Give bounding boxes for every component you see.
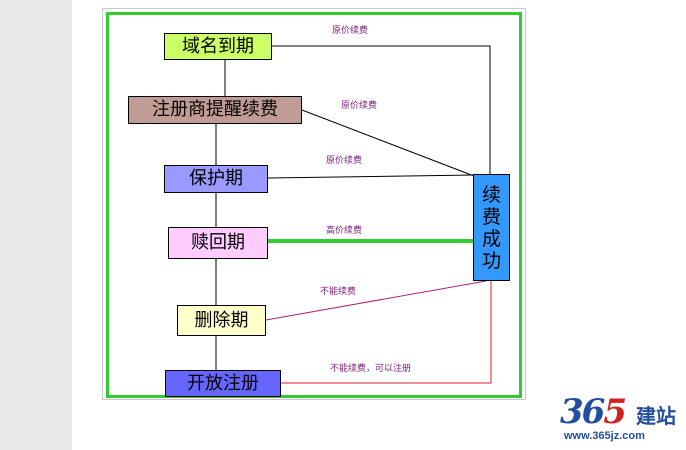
edge-label-open-no-renewal: 不能续费，可以注册 (330, 364, 412, 374)
node-renewal-success-char: 成 (481, 227, 501, 250)
node-domain-expiry: 域名到期 (164, 33, 272, 60)
site-logo: 365 建站 www.365jz.com (560, 392, 682, 446)
logo-number: 365 (560, 392, 627, 432)
diagram-border (106, 12, 522, 398)
expiry-to-success-line (272, 45, 491, 174)
logo-digit: 6 (581, 392, 606, 432)
deletion-to-success-line (265, 280, 487, 321)
logo-digit: 3 (560, 392, 584, 432)
open-to-success-line (281, 281, 492, 384)
node-protection-period: 保护期 (164, 165, 268, 193)
edge-label-protection-original-price: 原价续费 (326, 156, 363, 166)
node-renewal-success-char: 续 (481, 183, 501, 206)
edge-label-deletion-no-renewal: 不能续费 (320, 287, 357, 297)
node-renewal-success-char: 费 (481, 205, 501, 228)
logo-url: www.365jz.com (564, 430, 645, 442)
logo-digit: 5 (603, 392, 627, 432)
node-renewal-success: 续 费 成 功 (473, 174, 510, 281)
node-open-registration: 开放注册 (165, 370, 281, 397)
node-deletion-period: 删除期 (177, 305, 266, 336)
protection-to-success-line (267, 174, 475, 179)
node-registrar-reminder: 注册商提醒续费 (128, 96, 302, 124)
left-gutter (0, 0, 72, 450)
edge-label-redemption-high-price: 高价续费 (326, 226, 363, 236)
reminder-to-success-line (301, 109, 475, 177)
edge-label-expiry-original-price: 原价续费 (332, 26, 369, 36)
logo-chinese-text: 建站 (636, 404, 676, 428)
node-redemption-period: 赎回期 (168, 227, 268, 259)
node-renewal-success-char: 功 (481, 249, 501, 272)
edge-label-reminder-original-price: 原价续费 (341, 101, 378, 111)
diagram-frame (102, 8, 526, 400)
